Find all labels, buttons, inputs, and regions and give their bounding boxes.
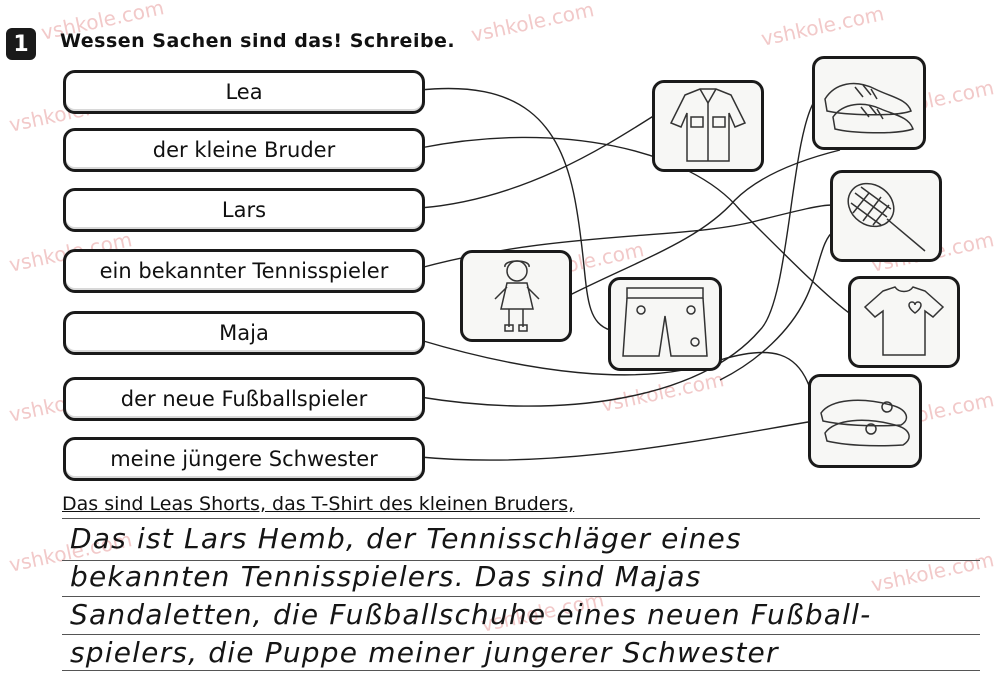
sandals-icon bbox=[820, 399, 910, 447]
handwritten-line-2: bekannten Tennisspielers. Das sind Majas bbox=[70, 560, 702, 593]
sneakers-icon bbox=[824, 82, 914, 134]
exercise-number-badge: 1 bbox=[6, 28, 36, 60]
name-box-lars: Lars bbox=[63, 188, 425, 232]
picture-shorts bbox=[608, 277, 722, 371]
doll-icon bbox=[494, 260, 540, 332]
writing-line bbox=[62, 560, 980, 561]
writing-line bbox=[62, 634, 980, 635]
handwritten-line-1: Das ist Lars Hemb, der Tennisschläger ei… bbox=[70, 522, 742, 555]
picture-t-shirt bbox=[848, 276, 960, 368]
name-box-fussballspieler: der neue Fußballspieler bbox=[63, 377, 425, 421]
writing-line bbox=[62, 518, 980, 519]
handwritten-line-3: Sandaletten, die Fußballschuhe eines neu… bbox=[70, 598, 872, 631]
picture-doll bbox=[460, 250, 572, 342]
line-lea-shorts bbox=[419, 87, 611, 331]
name-box-schwester: meine jüngere Schwester bbox=[63, 437, 425, 481]
exercise-instruction: Wessen Sachen sind das! Schreibe. bbox=[60, 30, 456, 52]
tennis-racket-icon bbox=[847, 182, 926, 252]
picture-shirt bbox=[652, 80, 764, 172]
picture-sneakers bbox=[812, 56, 926, 150]
line-tennis-racket bbox=[419, 204, 833, 269]
writing-line bbox=[62, 596, 980, 597]
line-lars-shirt bbox=[419, 114, 656, 209]
name-box-maja: Maja bbox=[63, 311, 425, 355]
line-schwester-doll bbox=[419, 419, 821, 461]
picture-sandals bbox=[808, 374, 922, 468]
shorts-icon bbox=[622, 287, 708, 357]
line-fussball-sneakers bbox=[419, 99, 816, 407]
writing-line bbox=[62, 670, 980, 671]
example-sentence: Das sind Leas Shorts, das T-Shirt des kl… bbox=[62, 493, 575, 515]
line-bruder-tshirt bbox=[419, 136, 853, 316]
line-extra-2 bbox=[719, 229, 836, 381]
shirt-icon bbox=[669, 88, 747, 162]
picture-tennis-racket bbox=[830, 170, 942, 262]
t-shirt-icon bbox=[863, 286, 945, 356]
name-box-kleine-bruder: der kleine Bruder bbox=[63, 128, 425, 172]
line-extra-1 bbox=[569, 149, 841, 296]
handwritten-line-4: spielers, die Puppe meiner jungerer Schw… bbox=[70, 636, 779, 669]
name-box-lea: Lea bbox=[63, 70, 425, 114]
name-box-tennisspieler: ein bekannter Tennisspieler bbox=[63, 249, 425, 293]
